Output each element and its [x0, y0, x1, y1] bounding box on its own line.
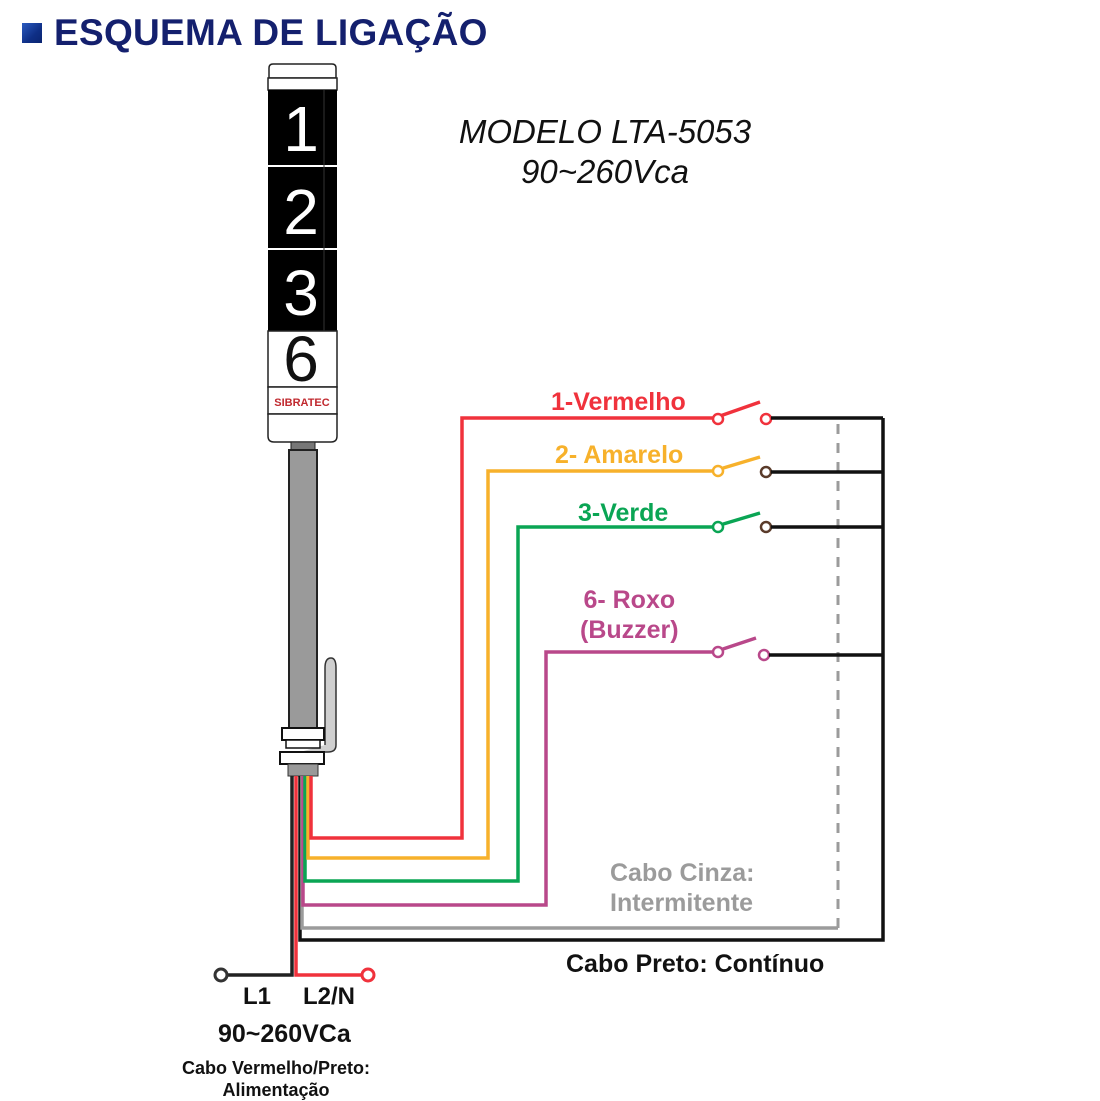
gray-label-line2: Intermitente	[610, 889, 754, 917]
tower-segment-6	[267, 330, 338, 388]
wire-label-red: 1-Vermelho	[551, 388, 686, 416]
model-caption: MODELO LTA-5053 90~260Vca	[400, 112, 810, 192]
page-title: ESQUEMA DE LIGAÇÃO	[54, 12, 488, 53]
wire-label-green: 3-Verde	[578, 499, 669, 527]
gray-label-line1: Cabo Cinza:	[610, 859, 755, 887]
tower-number-2: 2	[283, 176, 319, 248]
tower-number-1: 1	[283, 93, 319, 165]
purple-label-line1: 6- Roxo	[583, 586, 676, 614]
tower-segment-3	[268, 253, 337, 331]
wire-label-gray: Cabo Cinza: Intermitente	[610, 858, 754, 918]
power-note-line2: Alimentação	[222, 1080, 330, 1100]
power-note: Cabo Vermelho/Preto: Alimentação	[182, 1057, 370, 1101]
tower-number-6: 6	[283, 323, 319, 395]
power-label-l1: L1	[243, 983, 272, 1010]
brand-label: SIBRATEC	[274, 397, 329, 409]
switches	[711, 400, 883, 662]
wire-bundle	[222, 416, 885, 977]
l2-terminal	[360, 967, 376, 983]
model-voltage: 90~260Vca	[521, 153, 689, 190]
tower-segment-2	[268, 170, 337, 253]
l1-terminal	[213, 967, 229, 983]
power-voltage: 90~260VCa	[218, 1020, 351, 1048]
tower-segment-1	[268, 90, 337, 170]
power-note-line1: Cabo Vermelho/Preto:	[182, 1058, 371, 1078]
power-label-l2: L2/N	[303, 983, 356, 1010]
wire-label-purple: 6- Roxo (Buzzer)	[580, 585, 679, 645]
wire-label-black: Cabo Preto: Contínuo	[566, 950, 825, 978]
wire-label-yellow: 2- Amarelo	[555, 441, 684, 469]
section-header: ESQUEMA DE LIGAÇÃO	[22, 12, 488, 54]
model-name: MODELO LTA-5053	[458, 113, 752, 150]
square-bullet-icon	[22, 23, 42, 43]
signal-tower: SIBRATEC	[267, 63, 338, 777]
purple-label-line2: (Buzzer)	[580, 616, 679, 644]
tower-number-3: 3	[283, 257, 319, 329]
